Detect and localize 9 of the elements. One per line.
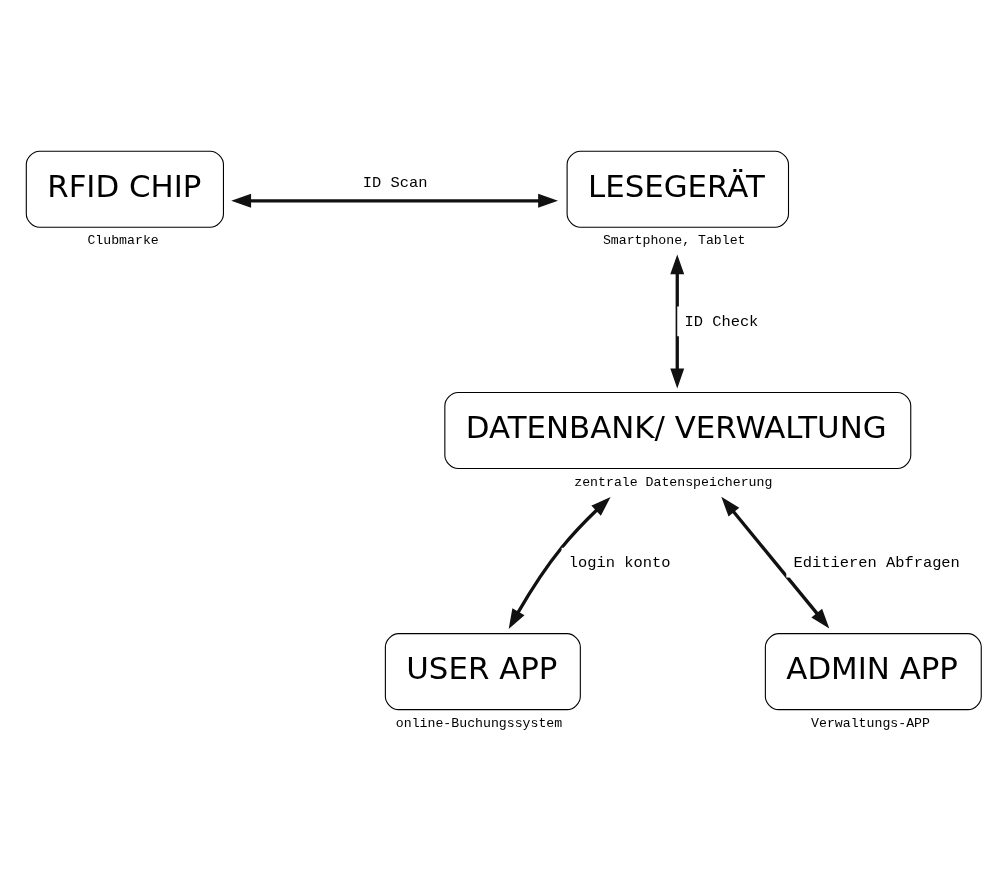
edge-label: ID Check bbox=[684, 313, 759, 332]
edge-label: ID Scan bbox=[362, 174, 428, 193]
node-label: Clubmarke bbox=[87, 233, 159, 249]
node-label: Verwaltungs-APP bbox=[811, 715, 930, 731]
edge-label: Editieren Abfragen bbox=[793, 554, 960, 573]
node-label: online-Buchungssystem bbox=[395, 715, 563, 731]
node-label: Smartphone, Tablet bbox=[602, 233, 746, 249]
node-label: zentrale Datenspeicherung bbox=[574, 474, 773, 490]
edge-label: login konto bbox=[568, 554, 671, 573]
